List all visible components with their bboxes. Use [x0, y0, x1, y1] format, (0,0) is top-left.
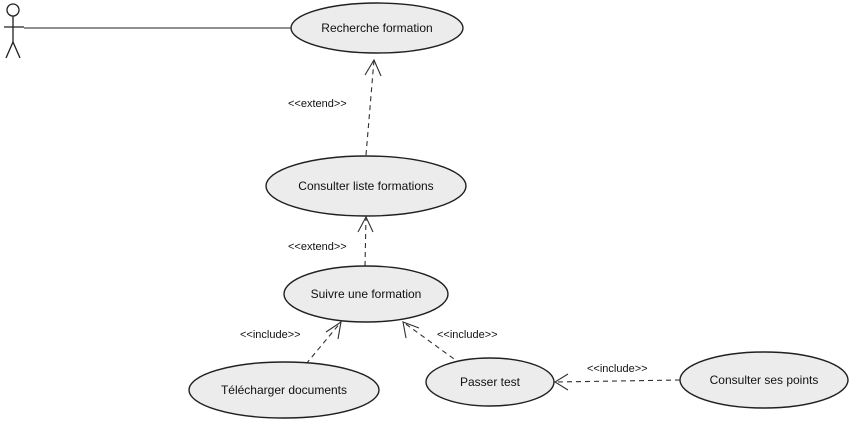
include-arrowhead-2 [402, 321, 420, 339]
use-case-label: Passer test [460, 375, 521, 389]
extend-label-1: <<extend>> [288, 98, 347, 110]
include-line-2 [402, 321, 462, 365]
actor-head [6, 3, 20, 17]
include-label-1: <<include>> [240, 329, 301, 341]
include-line-1 [305, 321, 342, 365]
use-case-telecharger-documents: Télécharger documents [188, 361, 380, 419]
extend-label-2: <<extend>> [288, 241, 347, 253]
include-arrowhead-1 [325, 320, 342, 340]
actor-left-leg [5, 41, 14, 59]
include-line-3 [554, 379, 681, 383]
include-arrowhead-3 [553, 373, 569, 391]
use-case-label: Suivre une formation [311, 287, 422, 301]
extend-line-1 [365, 59, 375, 156]
extend-line-2 [364, 216, 367, 267]
include-label-3: <<include>> [587, 363, 648, 375]
use-case-recherche-formation: Recherche formation [290, 2, 464, 54]
extend-arrowhead-2 [357, 215, 374, 233]
include-label-2: <<include>> [437, 329, 498, 341]
use-case-passer-test: Passer test [425, 357, 555, 407]
use-case-consulter-ses-points: Consulter ses points [679, 351, 849, 409]
actor-right-leg [12, 41, 21, 59]
extend-arrowhead-1 [364, 58, 382, 77]
use-case-consulter-liste-formations: Consulter liste formations [265, 155, 467, 217]
actor-figure [4, 3, 24, 59]
use-case-suivre-une-formation: Suivre une formation [283, 265, 449, 323]
use-case-label: Télécharger documents [221, 383, 347, 397]
use-case-label: Consulter ses points [710, 373, 819, 387]
use-case-label: Consulter liste formations [298, 179, 433, 193]
use-case-label: Recherche formation [321, 21, 432, 35]
